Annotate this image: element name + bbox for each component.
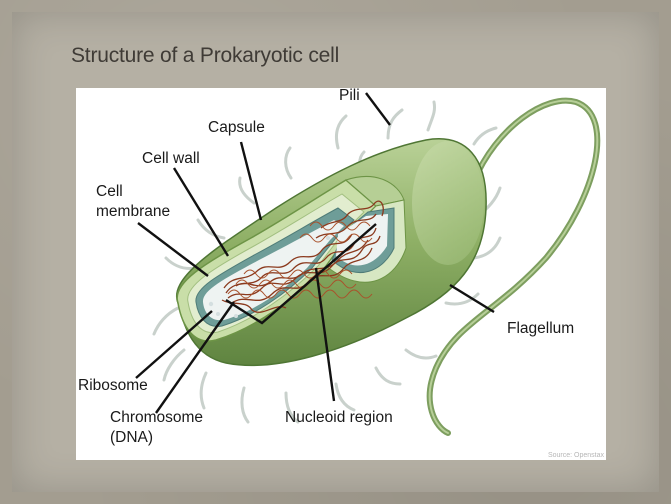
source-credit: Source: Openstax (547, 452, 604, 459)
label-capsule: Capsule (208, 119, 265, 136)
label-cell-membrane: Cell membrane (96, 182, 170, 222)
label-nucleoid-region: Nucleoid region (285, 409, 393, 426)
prokaryotic-cell-figure: Pili Capsule Cell wall Cell membrane Fla… (76, 87, 606, 460)
label-ribosome: Ribosome (78, 377, 148, 394)
label-cell-wall: Cell wall (142, 150, 200, 167)
slide-title: Structure of a Prokaryotic cell (71, 44, 340, 67)
label-chromosome: Chromosome (DNA) (110, 408, 203, 448)
dna-coil-dense (227, 221, 373, 299)
label-chromosome-line1: Chromosome (110, 409, 204, 426)
label-cell-membrane-line1: Cell (96, 183, 123, 200)
label-pili: Pili (339, 87, 360, 104)
label-cell-membrane-line2: membrane (96, 202, 171, 220)
cell-illustration (135, 92, 601, 436)
label-flagellum: Flagellum (507, 320, 575, 337)
leader-lines (135, 92, 495, 414)
ribosome-dots (208, 236, 330, 318)
label-chromosome-line2: (DNA) (110, 428, 154, 446)
